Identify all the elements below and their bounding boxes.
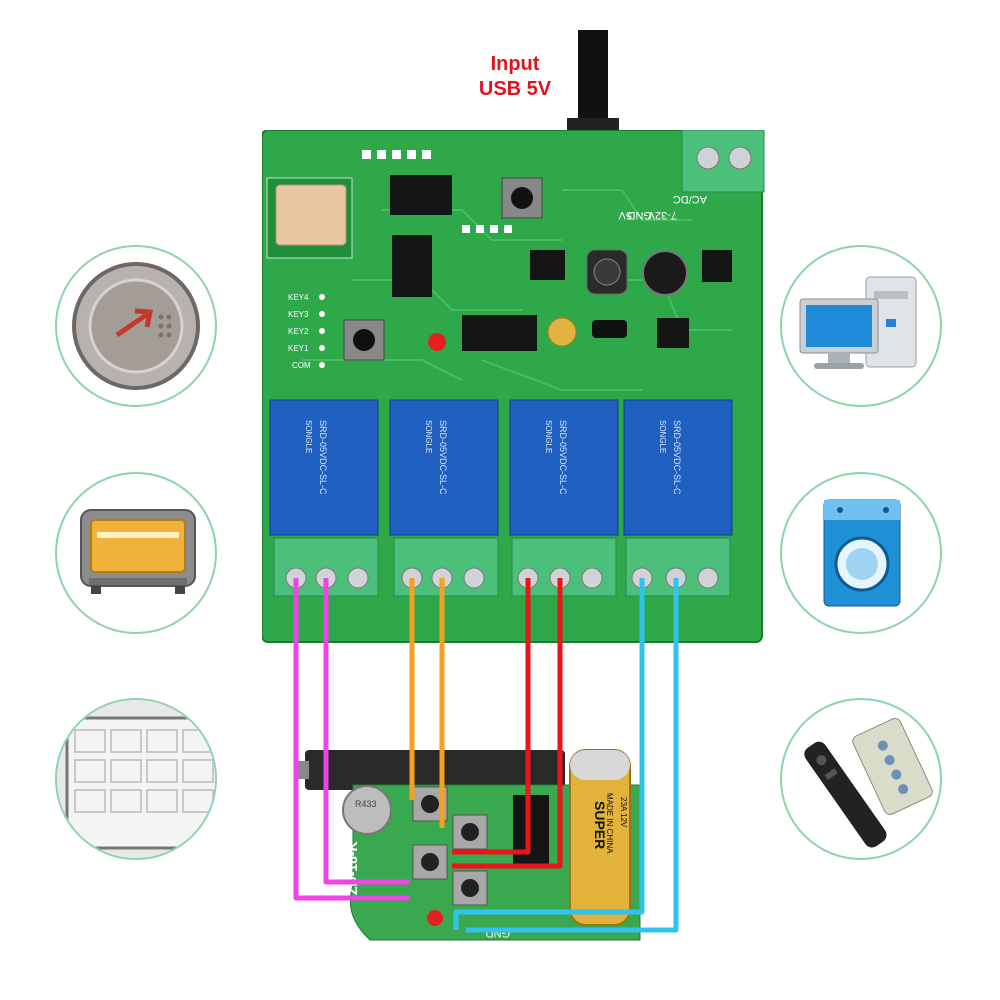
- key2-label: KEY2: [288, 327, 309, 336]
- receiver-pcb: [349, 784, 641, 941]
- ic-chip-4: [702, 250, 732, 282]
- key1-label: KEY1: [288, 344, 309, 353]
- device-circle-elevator-button: [55, 245, 217, 407]
- device-circle-washing-machine: [780, 472, 942, 634]
- remote-led: [427, 910, 443, 926]
- ic-chip-5: [657, 318, 689, 348]
- power-5v-label: 5V: [618, 209, 632, 221]
- wire-relay3-b: [452, 578, 563, 869]
- relay-2: SRD-05VDC-SL-C SONGLE: [389, 399, 499, 536]
- status-led: [428, 333, 446, 351]
- reset-button-cap: [511, 187, 533, 209]
- key-labels: KEY4 KEY3 KEY2 KEY1 COM: [288, 293, 311, 370]
- power-acdc-label: AC/DC: [673, 193, 707, 205]
- relay-1-body: [269, 399, 379, 536]
- ic-chip-3: [462, 315, 537, 351]
- device-circle-desktop-computer: [780, 245, 942, 407]
- key3-label: KEY3: [288, 310, 309, 319]
- usb-input-label: Input USB 5V: [440, 52, 590, 102]
- relay-3: SRD-05VDC-SL-C SONGLE: [509, 399, 619, 536]
- wire-relay4-b: [466, 578, 679, 933]
- relay-2-model: SRD-05VDC-SL-C: [438, 420, 448, 495]
- key-pins: [319, 294, 325, 368]
- header-pins: [362, 150, 512, 233]
- relay-1: SRD-05VDC-SL-C SONGLE: [269, 399, 379, 536]
- relay-2-body: [389, 399, 499, 536]
- ic-chip-2: [392, 235, 432, 297]
- battery-brand: SUPER: [592, 801, 608, 849]
- relay-4-body: [623, 399, 733, 536]
- crystal-resonator: [342, 785, 392, 835]
- device-circle-garage-door: [55, 698, 217, 860]
- desktop-computer-icon: [799, 276, 917, 369]
- relay-board: 7-32V GND 5V AC/DC KEY4 KEY3 KEY2 KEY1 C…: [262, 130, 765, 643]
- power-screw-1: [696, 146, 720, 170]
- wire-relay1-b: [323, 578, 410, 885]
- key4-label: KEY4: [288, 293, 309, 302]
- ic-chip-1: [390, 175, 452, 215]
- battery-spec: 23A 12V: [619, 797, 628, 828]
- relay-1-brand: SONGLE: [304, 420, 313, 453]
- relay-4-brand: SONGLE: [658, 420, 667, 453]
- small-capacitor: [547, 317, 577, 347]
- garage-door-icon: [57, 700, 215, 858]
- wifi-shield: [275, 184, 347, 246]
- battery-cap: [570, 750, 630, 780]
- wire-relay3-a: [452, 578, 531, 855]
- wire-relay4-a: [453, 578, 645, 930]
- relay-1-model: SRD-05VDC-SL-C: [318, 420, 328, 495]
- remote-button-1-cap: [421, 795, 439, 813]
- remote-button-4-cap: [461, 879, 479, 897]
- relay-4-model: SRD-05VDC-SL-C: [672, 420, 682, 495]
- relay-3-body: [509, 399, 619, 536]
- wire-relay1-a: [293, 578, 410, 901]
- electrolytic-capacitor: [642, 250, 688, 296]
- diode: [592, 320, 627, 338]
- relay-4: SRD-05VDC-SL-C SONGLE: [623, 399, 733, 536]
- remote-button-3-cap: [421, 853, 439, 871]
- crystal-label: R433: [355, 799, 377, 809]
- elevator-button-icon: [72, 262, 200, 390]
- power-screw-2: [728, 146, 752, 170]
- relay-2-brand: SONGLE: [424, 420, 433, 453]
- regulator-chip: [530, 250, 565, 280]
- usb-cable-body: [578, 30, 608, 122]
- inductor-core: [593, 258, 621, 286]
- power-voltage-label: 7-32V: [647, 209, 677, 221]
- pair-button-cap: [353, 329, 375, 351]
- power-gnd-label: GND: [628, 209, 653, 221]
- usb-input-line2: USB 5V: [478, 78, 552, 100]
- relay-3-model: SRD-05VDC-SL-C: [558, 420, 568, 495]
- washing-machine-icon: [823, 499, 901, 607]
- battery-text: MADE IN CHINA: [605, 793, 614, 854]
- com-label: COM: [292, 361, 311, 370]
- toaster-oven-icon: [80, 509, 196, 594]
- rf-remotes-icon: [804, 717, 933, 848]
- antenna: [305, 750, 565, 790]
- rf-receiver-board: R433 ZD-18-K GND SUPER MADE IN CHINA 23A…: [295, 749, 641, 941]
- relay-3-brand: SONGLE: [544, 420, 553, 453]
- usb-input-line1: Input: [490, 53, 540, 75]
- remote-button-2-cap: [461, 823, 479, 841]
- device-circle-toaster-oven: [55, 472, 217, 634]
- device-circle-rf-remotes: [780, 698, 942, 860]
